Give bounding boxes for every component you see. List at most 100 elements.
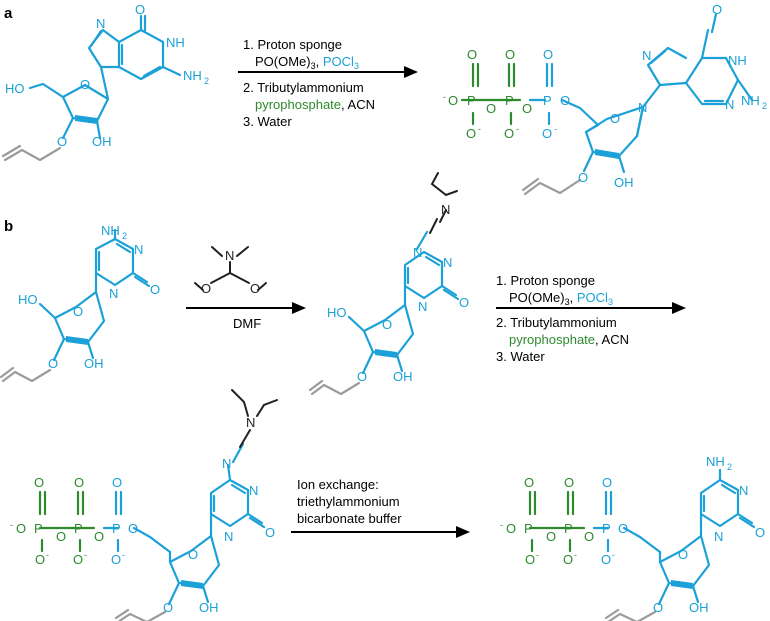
b-nme2: N — [246, 415, 255, 430]
c-p1-charge-bottom: - — [536, 550, 539, 560]
c-bridge-o-1: O — [546, 529, 556, 544]
c-bridge-o-2: O — [584, 529, 594, 544]
nh2-label: NH — [183, 68, 202, 83]
conditions-b2-line4: pyrophosphate, ACN — [509, 332, 629, 347]
c-oxo: O — [755, 525, 765, 540]
p1-o-left: O — [448, 93, 458, 108]
conditions-b2-line1: 1. Proton sponge — [496, 273, 595, 288]
bridge-o-1: O — [486, 101, 496, 116]
prod-a-nh2: NH — [741, 93, 760, 108]
pc-nme2: N — [441, 202, 450, 217]
c-p3-label: P — [602, 521, 611, 536]
b-p1-o-left: O — [16, 521, 26, 536]
ring-o-label: O — [80, 77, 90, 92]
c-n1: N — [714, 529, 723, 544]
prod-a-nh2-sub: 2 — [762, 101, 767, 111]
c-ester-o: O — [618, 521, 628, 536]
protected-ctp: O P O - O - O O P O - O O P O - O O OH O… — [10, 389, 278, 621]
b-p3-charge: - — [122, 550, 125, 560]
p1-o-bottom: O — [466, 126, 476, 141]
b-p2-o-top: O — [74, 475, 84, 490]
bridge-o-2: O — [522, 101, 532, 116]
conditions-a-line4: pyrophosphate, ACN — [255, 97, 375, 112]
c-nh2-sub: 2 — [727, 462, 732, 472]
b-oxo: O — [265, 525, 275, 540]
b-p1-o-bottom: O — [35, 552, 45, 567]
b-n3: N — [249, 483, 258, 498]
allyl-gtp-product: O P O - O - O O P O - O O P O - O O OH O… — [443, 2, 767, 196]
allyl-ctp-product: O P O - O - O O P O - O O P O - O O OH O… — [500, 454, 765, 621]
prod-a-ether-o: O — [578, 170, 588, 185]
b-p2-charge: - — [84, 550, 87, 560]
conditions-b3-line2: triethylammonium — [297, 494, 400, 509]
p1-label: P — [467, 93, 476, 108]
conditions-b2-line5: 3. Water — [496, 349, 545, 364]
conditions-b3-line3: bicarbonate buffer — [297, 511, 402, 526]
conditions-b3: Ion exchange: triethylammonium bicarbona… — [297, 477, 402, 526]
dmf-dma-o1: O — [201, 281, 211, 296]
c-oh: OH — [689, 600, 709, 615]
conditions-b2-line3: 2. Tributylammonium — [496, 315, 617, 330]
dmf-dma-o2: O — [250, 281, 260, 296]
ester-o: O — [560, 93, 570, 108]
cyt-nh2-sub: 2 — [122, 231, 127, 241]
c-ring-o: O — [678, 547, 688, 562]
b-bridge-o-2: O — [94, 529, 104, 544]
reaction-arrow-b3-head — [456, 526, 470, 538]
b-p3-o-top: O — [112, 475, 122, 490]
cyt-ether-o: O — [48, 356, 58, 371]
b-p3-label: P — [112, 521, 121, 536]
conditions-a: 1. Proton sponge PO(OMe)3, POCl3 2. Trib… — [243, 37, 375, 129]
dmf-dma-n: N — [225, 248, 234, 263]
cyt-n1: N — [109, 286, 118, 301]
p3-charge: - — [554, 124, 557, 134]
c-p2-o-bottom: O — [563, 552, 573, 567]
b-ester-o: O — [128, 521, 138, 536]
c-p2-charge: - — [574, 550, 577, 560]
pc-n3: N — [443, 255, 452, 270]
c-p1-o-top: O — [524, 475, 534, 490]
b-oh: OH — [199, 600, 219, 615]
b-p1-label: P — [34, 521, 43, 536]
b-p2-label: P — [74, 521, 83, 536]
ho-label: HO — [5, 81, 25, 96]
c-nh2: NH — [706, 454, 725, 469]
pc-n-imine: N — [413, 245, 422, 260]
protected-cytidine: N N N O N HO O OH O — [308, 172, 469, 396]
cyt-n3: N — [134, 242, 143, 257]
ether-o-label: O — [57, 134, 67, 149]
c-p3-o-top: O — [602, 475, 612, 490]
b-p2-o-bottom: O — [73, 552, 83, 567]
cyt-nh2: NH — [101, 223, 120, 238]
p3-label: P — [543, 93, 552, 108]
pc-oh: OH — [393, 369, 413, 384]
conditions-a-line5: 3. Water — [243, 114, 292, 129]
allyl-guanosine-start: O NH NH 2 N HO O OH O — [1, 2, 209, 162]
b-ether-o: O — [163, 600, 173, 615]
pc-ho: HO — [327, 305, 347, 320]
cyt-ring-o: O — [73, 304, 83, 319]
conditions-a-line3: 2. Tributylammonium — [243, 80, 364, 95]
b-n1: N — [224, 529, 233, 544]
b-bridge-o-1: O — [56, 529, 66, 544]
conditions-a-line2: PO(OMe)3, POCl3 — [255, 54, 359, 71]
prod-a-n3: N — [725, 97, 734, 112]
b-p1-charge: - — [10, 520, 13, 530]
b-p3-o-bottom: O — [111, 552, 121, 567]
prod-a-n9: N — [638, 100, 647, 115]
b-p1-o-top: O — [34, 475, 44, 490]
dmf-dma-reagent: N O O — [194, 246, 267, 296]
b-p1-charge-bottom: - — [46, 550, 49, 560]
p2-charge: - — [516, 124, 519, 134]
p3-o-bottom: O — [542, 126, 552, 141]
c-p2-label: P — [564, 521, 573, 536]
prod-a-ring-o: O — [610, 111, 620, 126]
reaction-arrow-b1-head — [292, 302, 306, 314]
nh2-subscript: 2 — [204, 76, 209, 86]
pc-ether-o: O — [357, 369, 367, 384]
prod-a-nh: NH — [728, 53, 747, 68]
c-p1-charge: - — [500, 520, 503, 530]
p1-charge: - — [443, 92, 446, 102]
cyt-oxo: O — [150, 282, 160, 297]
